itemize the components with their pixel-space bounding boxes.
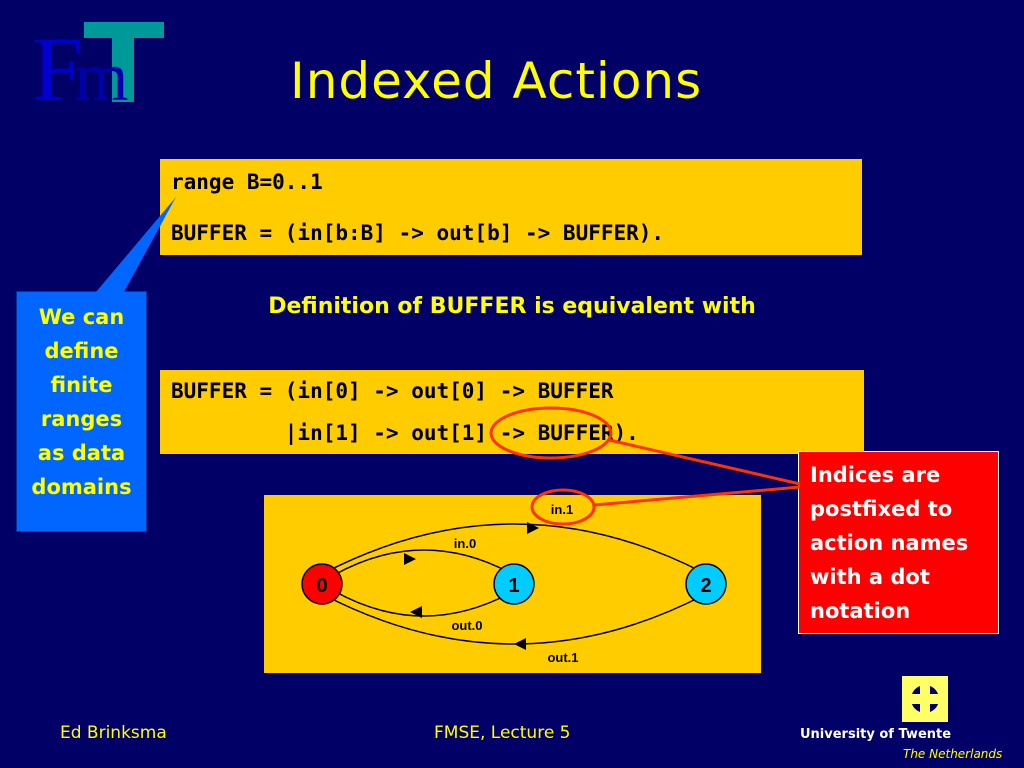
callout-right-line: with a dot bbox=[810, 565, 930, 589]
callout-right-line: notation bbox=[810, 599, 911, 623]
callout-left-line: We can bbox=[38, 305, 125, 329]
code-block-expanded: BUFFER = (in[0] -> out[0] -> BUFFER |in[… bbox=[160, 370, 864, 454]
svg-text:m: m bbox=[74, 39, 128, 108]
footer-course: FMSE, Lecture 5 bbox=[434, 723, 571, 743]
label-in1: in.1 bbox=[551, 502, 573, 517]
callout-right-line: Indices are bbox=[810, 463, 941, 487]
transition-in1-arrowhead bbox=[527, 522, 539, 534]
callout-left-line: domains bbox=[31, 475, 132, 499]
code-line-buffer: BUFFER = (in[b:B] -> out[b] -> BUFFER). bbox=[171, 221, 665, 245]
university-country: The Netherlands bbox=[903, 747, 1003, 761]
footer-author: Ed Brinksma bbox=[60, 723, 167, 743]
page-title: Indexed Actions bbox=[290, 52, 703, 110]
transition-out0-arrowhead bbox=[410, 606, 422, 618]
lts-diagram: 0 1 2 in.0 out.0 in.1 out.1 bbox=[264, 495, 761, 673]
callout-left-line: ranges bbox=[40, 407, 123, 431]
fmt-logo: F m bbox=[32, 18, 164, 108]
transition-out0-arc bbox=[333, 590, 515, 617]
transition-out1-arc bbox=[323, 594, 705, 645]
callout-finite-ranges: We can define finite ranges as data doma… bbox=[16, 291, 147, 532]
state-2-label: 2 bbox=[700, 575, 711, 597]
callout-right-line: postfixed to bbox=[810, 497, 953, 521]
code-line-expanded-1: BUFFER = (in[0] -> out[0] -> BUFFER bbox=[171, 379, 614, 403]
state-1 bbox=[493, 563, 535, 605]
code-line-expanded-2: |in[1] -> out[1] -> BUFFER). bbox=[171, 421, 639, 445]
callout-right-line: action names bbox=[810, 531, 969, 555]
code-line-range: range B=0..1 bbox=[171, 170, 323, 194]
label-out1: out.1 bbox=[547, 650, 578, 665]
state-1-label: 1 bbox=[508, 575, 519, 597]
callout-left-line: as data bbox=[37, 441, 126, 465]
equivalence-text: Definition of BUFFER is equivalent with bbox=[268, 294, 756, 319]
callout-indices-postfixed: Indices are postfixed to action names wi… bbox=[798, 451, 999, 634]
state-0 bbox=[301, 563, 343, 605]
university-logo-icon bbox=[902, 676, 948, 722]
svg-text:F: F bbox=[32, 18, 83, 108]
transition-in1-arc bbox=[323, 523, 705, 574]
state-2 bbox=[685, 563, 727, 605]
callout-left-line: define bbox=[44, 339, 119, 363]
callout-left-line: finite bbox=[50, 373, 113, 397]
label-out0: out.0 bbox=[451, 618, 482, 633]
university-name: University of Twente bbox=[800, 727, 952, 742]
transition-in0-arrowhead bbox=[404, 553, 416, 565]
transition-out1-arrowhead bbox=[514, 638, 526, 650]
transition-in0-arc bbox=[333, 549, 515, 576]
label-in0: in.0 bbox=[454, 536, 476, 551]
code-block-range: range B=0..1 BUFFER = (in[b:B] -> out[b]… bbox=[160, 159, 862, 255]
state-0-label: 0 bbox=[316, 575, 327, 597]
